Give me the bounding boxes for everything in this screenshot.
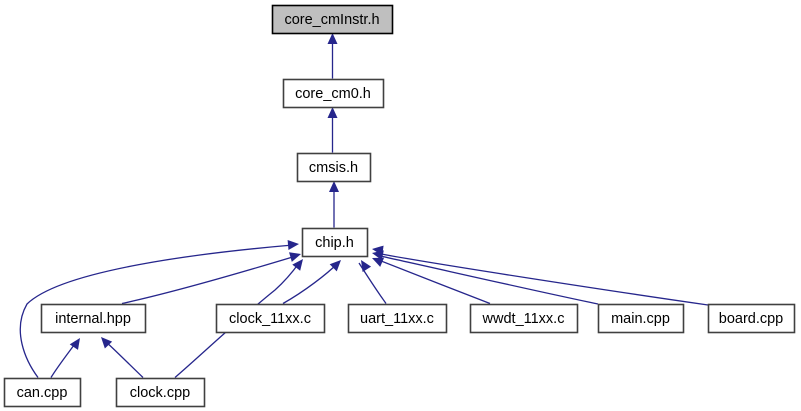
arrowhead-chip-can xyxy=(287,239,299,250)
node-board-cpp-label: board.cpp xyxy=(719,311,784,327)
arrowhead-internal-clk xyxy=(101,337,113,349)
node-uart-11xx-c-box[interactable] xyxy=(347,303,448,334)
node-clock-cpp[interactable]: clock.cpp xyxy=(115,377,206,408)
arrowhead-chip-clock11 xyxy=(329,260,341,272)
arrowhead-chip-clock xyxy=(292,259,303,271)
node-board-cpp-box[interactable] xyxy=(707,303,796,334)
node-cmsis-h-label: cmsis.h xyxy=(309,160,358,176)
arrowhead-chip-uart11 xyxy=(361,260,372,272)
arrowhead-core-cminstr xyxy=(327,33,338,44)
node-core-cm0-h-box[interactable] xyxy=(282,78,385,109)
edge-clock11xx-to-chip xyxy=(282,262,339,305)
node-can-cpp-label: can.cpp xyxy=(17,385,68,401)
node-main-cpp-box[interactable] xyxy=(597,303,685,334)
node-uart-11xx-c[interactable]: uart_11xx.c xyxy=(347,303,448,334)
nodes-layer: core_cmInstr.h core_cm0.h cmsis.h chip.h int… xyxy=(3,4,796,408)
node-uart-11xx-c-label: uart_11xx.c xyxy=(360,311,434,327)
arrowhead-chip-internal xyxy=(289,252,301,262)
arrowhead-chip-board xyxy=(372,245,384,256)
node-clock-11xx-c-label: clock_11xx.c xyxy=(229,311,311,327)
node-wwdt-11xx-c[interactable]: wwdt_11xx.c xyxy=(469,303,579,334)
edge-clock-to-chip xyxy=(174,262,300,378)
node-core-cminstr-h-box[interactable] xyxy=(271,4,394,35)
arrowhead-core-cm0 xyxy=(327,107,338,118)
node-core-cm0-h[interactable]: core_cm0.h xyxy=(282,78,385,109)
node-can-cpp-box[interactable] xyxy=(3,377,82,408)
node-chip-h-box[interactable] xyxy=(301,227,369,258)
node-core-cm0-h-label: core_cm0.h xyxy=(295,86,371,102)
arrowheads-layer xyxy=(69,33,385,350)
node-wwdt-11xx-c-box[interactable] xyxy=(469,303,579,334)
node-main-cpp-label: main.cpp xyxy=(611,311,670,327)
edge-can-to-chip xyxy=(19,244,294,378)
node-can-cpp[interactable]: can.cpp xyxy=(3,377,82,408)
edge-wwdt11xx-to-chip xyxy=(375,258,491,305)
node-core-cminstr-h[interactable]: core_cmInstr.h xyxy=(271,4,394,35)
edge-main-to-chip xyxy=(379,255,599,305)
node-main-cpp[interactable]: main.cpp xyxy=(597,303,685,334)
arrowhead-chip-wwdt11 xyxy=(372,257,385,267)
node-chip-h-label: chip.h xyxy=(315,235,354,251)
node-internal-hpp-box[interactable] xyxy=(40,303,147,334)
node-chip-h[interactable]: chip.h xyxy=(301,227,369,258)
edge-internal-to-chip xyxy=(121,255,297,305)
node-internal-hpp[interactable]: internal.hpp xyxy=(40,303,147,334)
arrowhead-internal-can xyxy=(69,338,80,350)
node-wwdt-11xx-c-label: wwdt_11xx.c xyxy=(482,311,565,327)
node-clock-11xx-c-box[interactable] xyxy=(215,303,326,334)
edge-uart11xx-to-chip xyxy=(358,262,387,304)
node-board-cpp[interactable]: board.cpp xyxy=(707,303,796,334)
node-clock-cpp-label: clock.cpp xyxy=(130,385,190,401)
edge-clock-to-internal xyxy=(103,339,144,378)
node-clock-cpp-box[interactable] xyxy=(115,377,206,408)
arrowhead-cmsis xyxy=(329,181,339,192)
node-core-cminstr-h-label: core_cmInstr.h xyxy=(284,12,379,28)
node-cmsis-h[interactable]: cmsis.h xyxy=(296,152,372,183)
node-internal-hpp-label: internal.hpp xyxy=(55,311,131,327)
node-cmsis-h-box[interactable] xyxy=(296,152,372,183)
node-clock-11xx-c[interactable]: clock_11xx.c xyxy=(215,303,326,334)
edge-board-to-chip xyxy=(380,253,709,306)
